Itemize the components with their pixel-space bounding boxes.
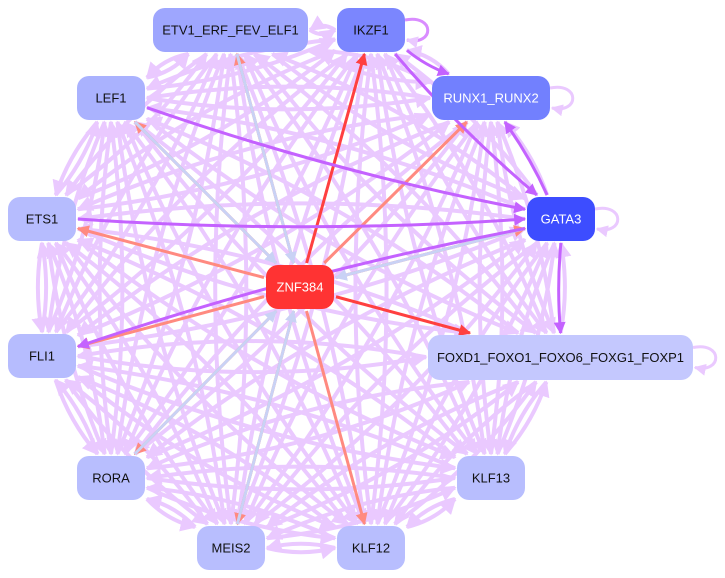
- edge-ikzf1-runx1: [406, 49, 450, 76]
- edge-znf384-klf12: [305, 310, 368, 526]
- edge-lef1-etv1: [146, 52, 190, 80]
- edge-ets1-runx1: [77, 112, 432, 212]
- edge-klf13-foxd1: [503, 380, 550, 456]
- node-label: GATA3: [541, 212, 582, 227]
- self-loop-foxd1: [692, 345, 718, 376]
- edge-lef1-gata3: [146, 106, 527, 214]
- edge-klf12-meis2: [265, 536, 336, 553]
- node-label: KLF12: [352, 541, 390, 556]
- node-lef1[interactable]: LEF1: [77, 76, 145, 120]
- node-rora[interactable]: RORA: [77, 456, 145, 500]
- edge-fli1-foxd1: [77, 351, 428, 375]
- node-label: ETS1: [26, 212, 59, 227]
- edge-runx1-ets1: [76, 112, 431, 212]
- edge-lef1-runx1: [146, 92, 432, 112]
- node-box: [197, 526, 265, 570]
- node-label: LEF1: [95, 91, 126, 106]
- node-box: [337, 8, 405, 52]
- node-label: FLI1: [29, 349, 55, 364]
- edge-klf12-ikzf1: [364, 52, 389, 525]
- edge-klf12-klf13: [406, 497, 457, 529]
- node-klf12[interactable]: KLF12: [337, 526, 405, 570]
- edge-foxd1-lef1: [145, 116, 520, 335]
- edge-ets1-klf13: [76, 238, 457, 460]
- node-etv1[interactable]: ETV1_ERF_FEV_ELF1: [153, 8, 308, 52]
- self-loop-ikzf1: [404, 17, 430, 49]
- edge-klf12-gata3: [383, 241, 550, 526]
- edge-ikzf1-etv1: [308, 15, 337, 32]
- edge-klf13-ets1: [76, 237, 457, 459]
- edge-rora-fli1: [54, 378, 100, 455]
- edge-runx1-fli1: [76, 120, 450, 337]
- node-box: [8, 334, 76, 378]
- node-ikzf1[interactable]: IKZF1: [337, 8, 405, 52]
- node-runx1[interactable]: RUNX1_RUNX2: [432, 76, 550, 120]
- node-label: RUNX1_RUNX2: [443, 91, 538, 106]
- edge-gata3-foxd1: [553, 242, 566, 335]
- edge-meis2-rora: [145, 494, 197, 529]
- edge-ets1-meis2: [53, 242, 219, 526]
- node-box: [77, 76, 145, 120]
- node-ets1[interactable]: ETS1: [8, 197, 76, 241]
- edge-fli1-ets1: [36, 241, 53, 333]
- node-box: [457, 456, 525, 500]
- edge-fli1-runx1: [77, 120, 451, 338]
- edge-znf384-runx1: [323, 120, 468, 265]
- self-loop-runx1: [549, 85, 575, 117]
- edge-lef1-foxd1: [145, 117, 520, 336]
- edge-meis2-klf12: [266, 543, 337, 560]
- edge-ikzf1-gata3: [393, 53, 538, 197]
- edge-foxd1-meis2: [265, 380, 519, 529]
- node-label: RORA: [92, 471, 130, 486]
- node-box: [432, 76, 550, 120]
- edge-meis2-znf384: [235, 309, 297, 525]
- node-fli1[interactable]: FLI1: [8, 334, 76, 378]
- edge-gata3-runx1: [503, 121, 549, 196]
- node-label: KLF13: [472, 471, 510, 486]
- node-box: [266, 265, 334, 309]
- node-box: [77, 456, 145, 500]
- node-label: ETV1_ERF_FEV_ELF1: [162, 23, 299, 38]
- node-znf384[interactable]: ZNF384: [266, 265, 334, 309]
- edge-ets1-gata3: [77, 213, 527, 229]
- edge-lef1-znf384: [133, 120, 278, 265]
- node-box: [153, 8, 308, 52]
- node-label: FOXD1_FOXO1_FOXO6_FOXG1_FOXP1: [437, 350, 684, 365]
- edge-rora-znf384: [133, 309, 278, 456]
- node-box: [428, 335, 693, 380]
- node-label: MEIS2: [211, 541, 250, 556]
- node-box: [527, 197, 595, 241]
- edge-klf12-fli1: [76, 374, 337, 529]
- self-loop-gata3: [594, 206, 620, 238]
- edge-meis2-runx1: [243, 120, 480, 526]
- edge-etv1-ikzf1: [308, 28, 337, 45]
- edge-meis2-ets1: [54, 241, 220, 525]
- edge-znf384-ets1: [76, 225, 265, 279]
- node-klf13[interactable]: KLF13: [457, 456, 525, 500]
- edge-klf12-lef1: [123, 120, 359, 525]
- edge-ets1-fli1: [31, 242, 48, 334]
- edge-klf13-etv1: [242, 52, 479, 455]
- node-label: IKZF1: [353, 23, 388, 38]
- edge-rora-ikzf1: [123, 52, 359, 456]
- edge-znf384-ikzf1: [305, 52, 368, 264]
- edge-gata3-etv1: [270, 51, 527, 200]
- node-gata3[interactable]: GATA3: [527, 197, 595, 241]
- node-meis2[interactable]: MEIS2: [197, 526, 265, 570]
- node-foxd1[interactable]: FOXD1_FOXO1_FOXO6_FOXG1_FOXP1: [428, 335, 693, 380]
- node-label: ZNF384: [277, 280, 324, 295]
- edge-meis2-foxd1: [266, 380, 520, 530]
- node-box: [337, 526, 405, 570]
- node-box: [8, 197, 76, 241]
- edge-ets1-lef1: [54, 120, 101, 197]
- edge-meis2-gata3: [253, 241, 539, 526]
- edge-etv1-znf384: [235, 53, 297, 265]
- edge-znf384-foxd1: [335, 295, 472, 336]
